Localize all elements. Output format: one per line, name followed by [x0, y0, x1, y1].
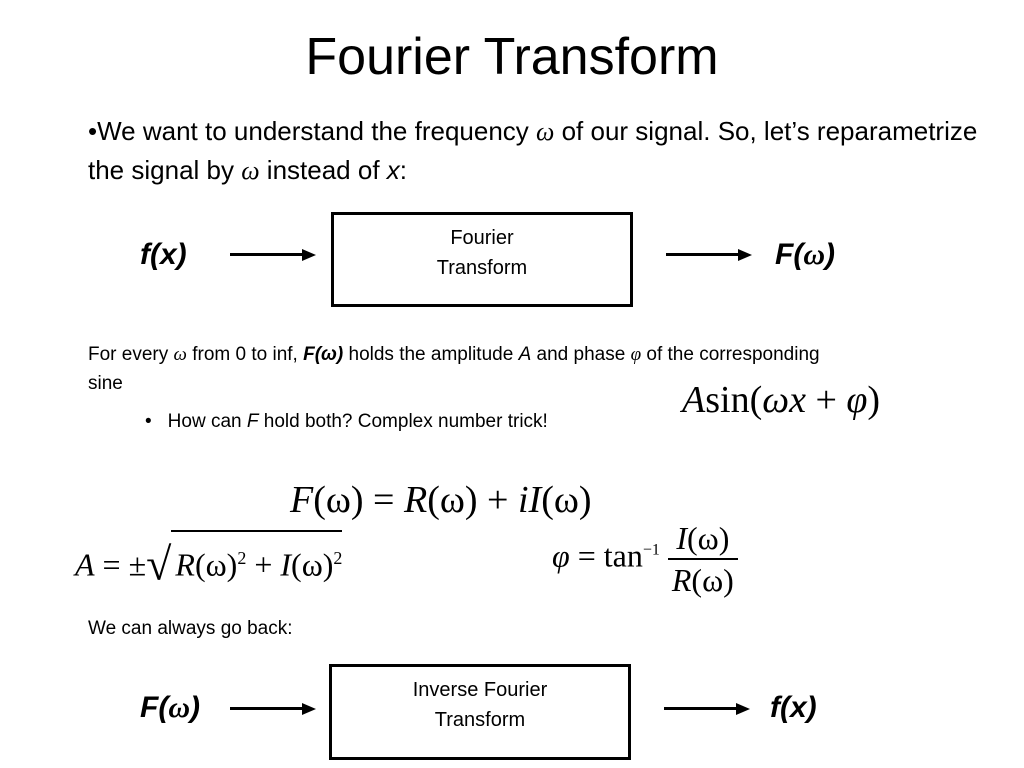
inverse-box-line2: Transform [434, 709, 526, 731]
sine-close: ) [867, 379, 881, 421]
bullet-text-2: of our signal. So, let’s reparametrize t… [88, 116, 978, 185]
phase-phi: φ [630, 344, 642, 365]
bullet-text-3: instead of [259, 155, 387, 185]
inverse-label-prefix: F( [140, 691, 169, 724]
af-arg: (ω) [291, 546, 334, 583]
cf-arg: (ω) [427, 479, 478, 521]
bullet-text-4: : [399, 155, 408, 185]
box-label-line2: Transform [436, 257, 528, 279]
inverse-box-line1: Inverse Fourier [412, 679, 548, 701]
sub-bullet-marker: • [145, 411, 152, 432]
inverse-label-suffix: ) [190, 691, 201, 724]
pf-inv: −1 [642, 541, 660, 559]
cf-R: R [403, 479, 428, 521]
cf-arg: (ω) [313, 479, 364, 521]
omega-symbol: ω [241, 156, 260, 185]
sine-phi: φ [846, 379, 868, 421]
output-label-prefix: F( [775, 238, 804, 271]
cf-i: i [517, 479, 529, 521]
inverse-arrow-out [664, 703, 750, 715]
phase-fraction: I(ω)R(ω) [667, 518, 738, 600]
output-label-suffix: ) [825, 238, 836, 271]
af-plus: + [246, 546, 281, 583]
af-arg: (ω) [194, 546, 238, 583]
explanation-text: and phase [531, 344, 631, 365]
cf-arg: (ω) [541, 479, 592, 521]
omega-symbol: ω [168, 691, 191, 724]
cf-F: F [290, 479, 314, 521]
sine-A: A [682, 379, 706, 421]
sine-omega: ω [762, 379, 790, 421]
explanation-text: holds the amplitude [343, 344, 519, 365]
inverse-fourier-transform-box: Inverse Fourier Transform [329, 664, 631, 760]
omega-symbol: ω [803, 238, 826, 271]
amplitude-A: A [518, 344, 532, 365]
phase-numerator: I(ω) [667, 518, 738, 560]
af-I: I [280, 546, 292, 583]
omega-symbol: ω [173, 344, 187, 365]
sub-bullet-text: How can [167, 411, 247, 432]
sub-bullet-text: hold both? Complex number trick! [258, 411, 548, 432]
af-sq: 2 [333, 548, 343, 568]
explanation-text: from 0 to inf, [186, 344, 304, 365]
phase-denominator: R(ω) [668, 560, 738, 600]
af-sq: 2 [237, 548, 247, 568]
x-variable: x [386, 155, 400, 185]
amplitude-formula: A = ±√R(ω)2 + I(ω)2 [75, 530, 343, 591]
cf-plus: + [477, 479, 518, 521]
explanation-paragraph: For every ω from 0 to inf, F(ω) holds th… [88, 340, 848, 398]
pf-arg: (ω) [686, 520, 730, 556]
af-eq: = ± [94, 546, 147, 583]
F-omega-term: F(ω) [303, 344, 344, 365]
cf-eq: = [363, 479, 404, 521]
sub-bullet: • How can F hold both? Complex number tri… [145, 408, 548, 436]
sine-formula: Asin(ωx + φ) [682, 376, 880, 424]
pf-arg: (ω) [691, 562, 734, 598]
sqrt-body: R(ω)2 + I(ω)2 [171, 530, 343, 591]
box-label-line1: Fourier [450, 227, 514, 249]
main-bullet: •We want to understand the frequency ω o… [88, 116, 978, 185]
fourier-transform-box: Fourier Transform [331, 212, 633, 307]
forward-input-label: f(x) [140, 238, 187, 271]
explanation-text: For every [88, 344, 174, 365]
inverse-arrow-in [230, 703, 316, 715]
af-R: R [175, 546, 195, 583]
forward-output-label: F(ω) [775, 237, 835, 273]
pf-I: I [676, 520, 687, 556]
sqrt-icon: √ [146, 538, 172, 590]
explanation-text: of the corresponding sine [88, 344, 820, 394]
omega-symbol: ω [536, 117, 555, 146]
forward-arrow-out [666, 249, 752, 261]
F-variable: F [246, 411, 259, 432]
go-back-text: We can always go back: [88, 618, 293, 639]
pf-R: R [671, 562, 692, 598]
slide-title: Fourier Transform [305, 28, 719, 86]
cf-I: I [528, 479, 542, 521]
af-A: A [75, 546, 95, 583]
pf-eq: = tan [569, 537, 643, 574]
complex-formula: F(ω) = R(ω) + iI(ω) [290, 476, 592, 524]
bullet-text-1: We want to understand the frequency [97, 116, 537, 146]
pf-phi: φ [552, 537, 570, 574]
forward-arrow-in [230, 249, 316, 261]
inverse-output-label: f(x) [770, 691, 817, 724]
inverse-input-label: F(ω) [140, 690, 200, 726]
sine-plus: + [805, 379, 847, 421]
sine-func: sin( [705, 379, 763, 421]
sine-x: x [789, 379, 806, 421]
